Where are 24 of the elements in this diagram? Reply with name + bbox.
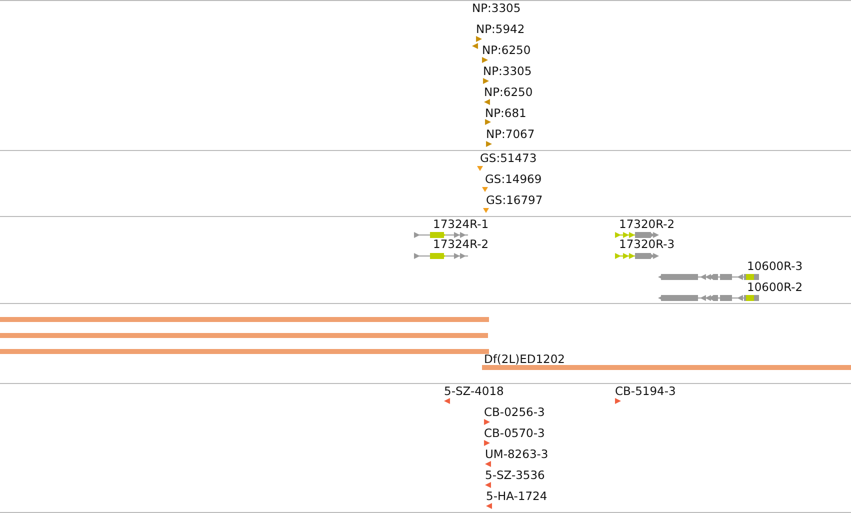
feature-label: 5-SZ-3536	[485, 469, 545, 482]
feature-label: CB-0256-3	[484, 406, 545, 419]
feature-label: CB-5194-3	[615, 385, 676, 398]
feature-label: 10600R-2	[747, 281, 803, 294]
feature-label: 5-HA-1724	[486, 490, 548, 503]
feature-label: NP:5942	[476, 23, 525, 36]
feature-label: Df(2L)ED1202	[484, 353, 565, 366]
feature-label: NP:3305	[483, 65, 532, 78]
feature-label: 17324R-1	[433, 218, 489, 231]
feature-label: NP:3305	[472, 2, 521, 15]
feature-label: CB-0570-3	[484, 427, 545, 440]
feature-label: GS:51473	[480, 152, 537, 165]
feature-label: GS:16797	[486, 194, 543, 207]
feature-label: NP:6250	[484, 86, 533, 99]
feature-label: NP:7067	[486, 128, 535, 141]
feature-label: 17320R-2	[619, 218, 675, 231]
feature-label: 5-SZ-4018	[444, 385, 504, 398]
feature-label: 17324R-2	[433, 238, 489, 251]
feature-label: UM-8263-3	[485, 448, 548, 461]
feature-label: NP:681	[485, 107, 526, 120]
feature-label: 10600R-3	[747, 260, 803, 273]
feature-label: 17320R-3	[619, 238, 675, 251]
feature-label: GS:14969	[485, 173, 542, 186]
feature-label: NP:6250	[482, 44, 531, 57]
